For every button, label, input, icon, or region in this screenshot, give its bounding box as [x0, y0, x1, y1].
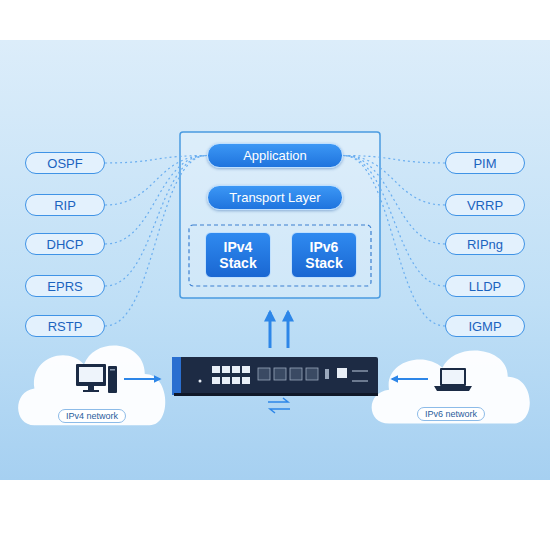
protocol-link [343, 156, 445, 287]
protocol-link [105, 156, 207, 164]
layer-box: Application [207, 143, 343, 168]
node-label: Application [243, 148, 307, 163]
protocol-pill: RIPng [445, 233, 525, 255]
node-label: LLDP [469, 279, 502, 294]
node-label: IPv6 Stack [296, 239, 352, 271]
protocol-pill: PIM [445, 152, 525, 174]
protocol-link [343, 156, 445, 327]
up-arrow [287, 312, 290, 348]
node-label: RIP [54, 198, 76, 213]
protocol-link [105, 156, 207, 206]
node-label: RIPng [467, 237, 503, 252]
protocol-pill: RIP [25, 194, 105, 216]
protocol-link [105, 156, 207, 245]
network-cloud: IPv4 network [12, 334, 172, 430]
node-label: IPv4 Stack [210, 239, 266, 271]
sky-background [0, 40, 550, 480]
protocol-link [343, 156, 445, 164]
protocol-pill: RSTP [25, 315, 105, 337]
input-arrow [124, 378, 160, 380]
protocol-frame [180, 132, 380, 298]
cloud-outline [372, 351, 530, 424]
switch-device [172, 357, 378, 396]
protocol-pill: LLDP [445, 275, 525, 297]
exchange-symbol [268, 398, 290, 413]
node-label: VRRP [467, 198, 503, 213]
protocol-pill: IGMP [445, 315, 525, 337]
node-label: OSPF [47, 156, 82, 171]
node-label: EPRS [47, 279, 82, 294]
node-label: RSTP [48, 319, 83, 334]
node-label: PIM [473, 156, 496, 171]
protocol-pill: OSPF [25, 152, 105, 174]
laptop-icon [434, 368, 472, 391]
network-label: IPv6 network [417, 407, 485, 421]
node-label: DHCP [47, 237, 84, 252]
cloud-outline [18, 345, 165, 425]
input-arrow [392, 378, 428, 380]
protocol-link [343, 156, 445, 245]
stack-box: IPv6 Stack [291, 232, 357, 278]
protocol-pill: VRRP [445, 194, 525, 216]
edge-layer [105, 156, 445, 327]
layer-box: Transport Layer [207, 185, 343, 210]
protocol-link [105, 156, 207, 327]
desktop-icon [76, 364, 117, 393]
stack-box: IPv4 Stack [205, 232, 271, 278]
protocol-pill: DHCP [25, 233, 105, 255]
stack-dashed-frame [189, 225, 371, 286]
up-arrow [269, 312, 272, 348]
node-label: IGMP [468, 319, 501, 334]
network-cloud: IPv6 network [365, 340, 537, 428]
protocol-link [105, 156, 207, 287]
network-label: IPv4 network [58, 409, 126, 423]
protocol-link [343, 156, 445, 206]
node-label: Transport Layer [229, 190, 320, 205]
protocol-pill: EPRS [25, 275, 105, 297]
